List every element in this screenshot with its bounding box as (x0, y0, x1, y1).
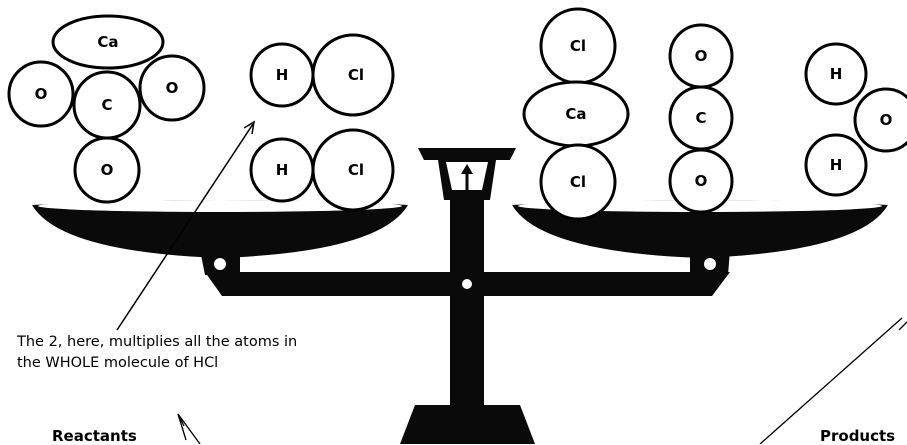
atom (311, 33, 395, 117)
atom-label: Ca (565, 105, 586, 123)
products-pointer-tail (898, 321, 907, 331)
left-pan (32, 200, 408, 258)
atom (7, 60, 75, 128)
atom-label: H (276, 66, 289, 84)
products-label: Products (820, 427, 896, 445)
atom (804, 42, 868, 106)
atom (311, 128, 395, 212)
atom-label: Ca (97, 33, 118, 51)
molecule-h2o (804, 42, 907, 197)
atom (668, 148, 734, 214)
atom-label: H (276, 161, 289, 179)
atom-label: O (35, 85, 48, 103)
atom (73, 136, 141, 204)
atom-label: C (695, 109, 706, 127)
atom-label: Cl (570, 173, 586, 191)
annotation-arrow (116, 120, 256, 331)
reactants-pointer (177, 413, 201, 444)
scale-pivot (462, 279, 472, 289)
left-pan-rim (38, 200, 402, 212)
right-hanger-pivot (704, 258, 716, 270)
products-pointer (759, 317, 903, 444)
scale-base (400, 405, 535, 444)
atom-label: C (101, 96, 112, 114)
atom-label: H (830, 156, 843, 174)
atom-label: Cl (348, 161, 364, 179)
atom-label: O (101, 161, 114, 179)
scale-needle-arrow (461, 164, 473, 190)
atom-label: Cl (570, 37, 586, 55)
right-pan (512, 200, 888, 258)
molecule-hcl-1 (249, 33, 395, 117)
atom-label: H (830, 65, 843, 83)
left-hanger-pivot (214, 258, 226, 270)
atom (539, 143, 617, 221)
balance-scale (32, 148, 888, 444)
molecule-cacl2 (522, 7, 630, 221)
atom (853, 87, 907, 153)
atom-label: O (166, 79, 179, 97)
atom-label: O (880, 111, 893, 129)
molecule-hcl-2 (249, 128, 395, 212)
atom-label: O (695, 47, 708, 65)
atom-label: Cl (348, 66, 364, 84)
scale-pillar (450, 200, 484, 410)
molecule-caco3 (7, 14, 206, 204)
atom (51, 14, 165, 70)
molecule-co2 (668, 23, 734, 214)
atom (804, 133, 868, 197)
reactants-label: Reactants (52, 427, 137, 445)
atom-label: O (695, 172, 708, 190)
annotation-note: The 2, here, multiplies all the atoms in… (17, 334, 298, 371)
atom (138, 54, 206, 122)
